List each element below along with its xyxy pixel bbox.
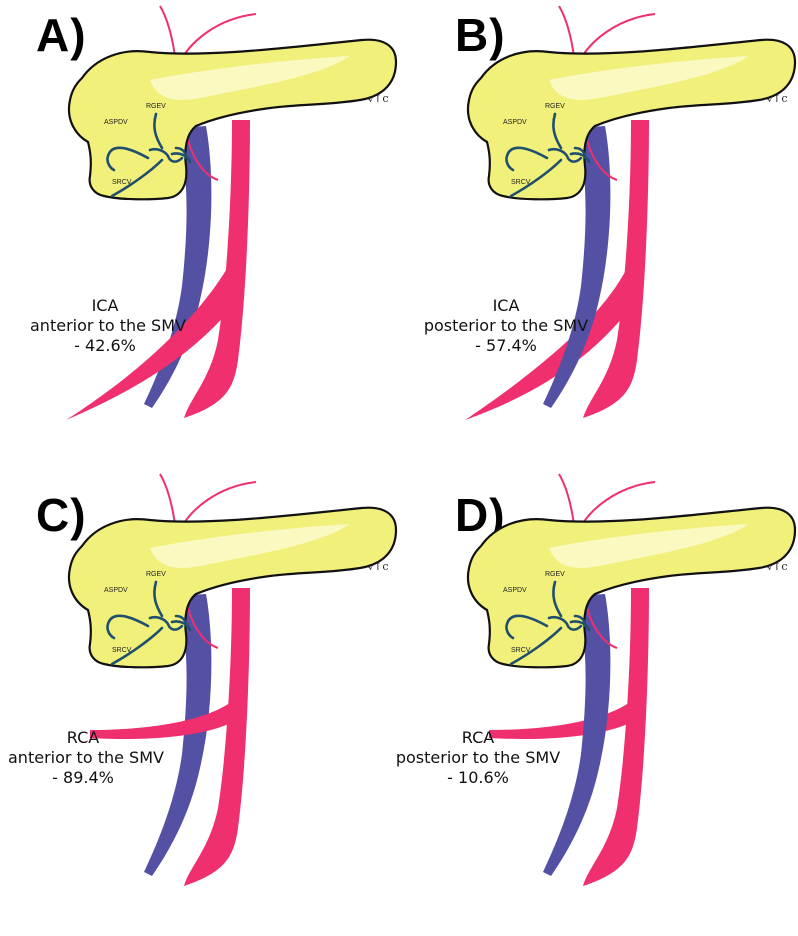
label-srcv: SRCV	[112, 179, 132, 186]
anatomy-diagram: ASPDV RGEV SRCV ⱴ↑c	[0, 0, 399, 468]
pancreas-anatomy: ASPDV RGEV SRCV ⱴ↑c	[69, 474, 396, 886]
label-srcv: SRCV	[112, 647, 132, 654]
caption-artery: RCA	[393, 728, 563, 748]
caption-artery: RCA	[8, 728, 158, 748]
tail-mark: ⱴ↑c	[368, 560, 389, 573]
caption-percent: - 10.6%	[393, 768, 563, 788]
label-aspdv: ASPDV	[503, 587, 527, 594]
tail-mark: ⱴ↑c	[767, 560, 788, 573]
caption: RCA posterior to the SMV - 10.6%	[393, 728, 563, 788]
caption: ICA anterior to the SMV - 42.6%	[30, 296, 180, 356]
label-rgev: RGEV	[146, 571, 166, 578]
caption-artery: ICA	[421, 296, 591, 316]
label-srcv: SRCV	[511, 647, 531, 654]
caption-percent: - 57.4%	[421, 336, 591, 356]
caption-percent: - 89.4%	[8, 768, 158, 788]
label-rgev: RGEV	[545, 103, 565, 110]
anatomy-diagram: ASPDV RGEV SRCV ⱴ↑c	[399, 0, 798, 468]
pancreas-anatomy: ASPDV RGEV SRCV ⱴ↑c	[465, 6, 795, 420]
pancreas-anatomy: ASPDV RGEV SRCV ⱴ↑c	[66, 6, 396, 420]
label-aspdv: ASPDV	[104, 587, 128, 594]
label-aspdv: ASPDV	[503, 119, 527, 126]
tail-mark: ⱴ↑c	[368, 92, 389, 105]
label-rgev: RGEV	[146, 103, 166, 110]
tail-mark: ⱴ↑c	[767, 92, 788, 105]
caption-position: posterior to the SMV	[421, 316, 591, 336]
caption: RCA anterior to the SMV - 89.4%	[8, 728, 158, 788]
anatomy-diagram: ASPDV RGEV SRCV ⱴ↑c	[0, 468, 399, 936]
caption-position: anterior to the SMV	[30, 316, 180, 336]
label-aspdv: ASPDV	[104, 119, 128, 126]
label-rgev: RGEV	[545, 571, 565, 578]
pancreas-anatomy: ASPDV RGEV SRCV ⱴ↑c	[468, 474, 795, 886]
caption-position: anterior to the SMV	[8, 748, 158, 768]
caption-artery: ICA	[30, 296, 180, 316]
label-srcv: SRCV	[511, 179, 531, 186]
anatomy-diagram: ASPDV RGEV SRCV ⱴ↑c	[399, 468, 798, 936]
caption: ICA posterior to the SMV - 57.4%	[421, 296, 591, 356]
caption-percent: - 42.6%	[30, 336, 180, 356]
caption-position: posterior to the SMV	[393, 748, 563, 768]
